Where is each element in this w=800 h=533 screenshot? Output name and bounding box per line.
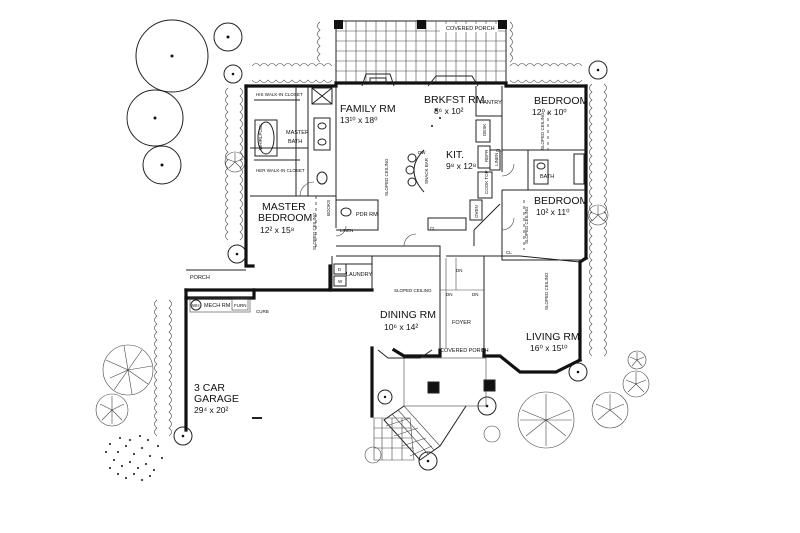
tree-medium [126,89,184,147]
label-kit-dim: 9⁸ x 12⁸ [446,161,477,171]
label-bedroom-e-dim: 10² x 11⁰ [536,207,570,217]
label-cl-2: CL [506,250,512,255]
label-cl-1: CL [430,226,436,231]
label-sloped-ceiling-bed-e: SLOPED CEILING [524,206,529,244]
label-brkfst-rm: BRKFST RM [424,94,484,106]
label-family-rm: FAMILY RM [340,103,396,115]
tree-small [142,145,182,185]
landscaping [95,19,650,481]
label-dn-1: DN [456,268,463,273]
label-d: D [338,267,342,272]
label-dn-3: DN [472,292,479,297]
fixtures [189,73,585,461]
label-whirlpool: WHIRLPOOL [258,122,263,150]
interior-walls [186,86,586,350]
post-circle [173,426,193,446]
label-curb: CURB [256,309,269,314]
label-bedroom-e: BEDROOM [534,195,588,207]
label-foyer: FOYER [452,320,471,326]
label-bath: BATH [540,174,554,180]
label-garage-1: 3 CAR [194,382,225,394]
label-dn-2: DN [446,292,453,297]
hedge [251,63,333,83]
tree-small [213,22,243,52]
hedge [509,63,583,83]
label-porch: PORCH [190,275,210,281]
label-pdr-rm: PDR RM [356,212,378,218]
label-bedroom-ne: BEDROOM [534,95,588,107]
hedge [317,21,513,63]
label-covered-porch-front-1: COVERED PORCH [440,348,489,354]
label-linen-2: LINEN [494,153,499,166]
label-sloped-ceiling-dining: SLOPED CEILING [394,288,432,293]
label-sloped-ceiling-family: SLOPED CEILING [384,158,389,196]
label-oven: OVEN [474,205,479,218]
label-master-bath-2: BATH [288,139,302,145]
shrub-cluster [95,151,650,464]
tree-large [135,19,209,93]
label-desk: DESK [482,124,487,136]
label-master-bedroom-1: MASTER [262,201,306,213]
label-linen-1: LINEN [340,228,353,233]
label-sloped-ceiling-master: SLOPED CEILING [312,212,317,250]
label-family-rm-dim: 13¹⁰ x 18⁰ [340,115,378,125]
stipple-bush [105,109,441,481]
label-garage-dim: 29⁴ x 20² [194,405,229,415]
post-circle [568,362,588,382]
post-circle [377,389,393,405]
label-mech-rm: MECH RM [204,303,231,309]
label-cl-3: CL [496,148,502,153]
label-garage-2: GARAGE [194,393,239,405]
label-snack-bar: SNACK BAR [424,157,429,184]
label-dining-rm-dim: 10⁶ x 14² [384,322,418,332]
label-books: BOOKS [326,200,331,216]
exterior-walls [184,81,589,432]
label-sloped-ceiling-living: SLOPED CEILING [544,272,549,310]
label-living-rm: LIVING RM [526,331,580,343]
post-circle [223,64,243,84]
label-covered-porch-top: COVERED PORCH [446,26,495,32]
room-labels: FAMILY RM 13¹⁰ x 18⁰ BRKFST RM 8⁶ x 10² … [190,92,588,415]
label-w: W [338,279,343,284]
label-laundry: LAUNDRY [346,272,373,278]
label-pantry: PANTRY [480,100,502,106]
label-brkfst-rm-dim: 8⁶ x 10² [434,106,464,116]
label-master-bath-1: MASTER [286,130,309,136]
label-cook-top: COOK TOP [484,170,489,194]
label-refr: REFR [484,149,489,162]
label-bedroom-ne-dim: 12⁰ x 10⁰ [532,107,567,117]
label-furn: FURN [234,303,247,308]
hedge [589,83,607,357]
label-her-closet: HER WALK-IN CLOSET [256,168,305,173]
label-sloped-ceiling-bed-ne: SLOPED CEILING [540,112,545,150]
post-circle [418,451,438,471]
label-dining-rm: DINING RM [380,309,436,321]
hedge [154,299,172,437]
post-circle [588,60,608,80]
label-master-bedroom-dim: 12² x 15⁸ [260,225,295,235]
label-kit: KIT. [446,149,464,161]
label-his-closet: HIS WALK-IN CLOSET [256,92,303,97]
label-wh: WH [192,303,200,308]
label-dw: DW [418,150,426,155]
label-master-bedroom-2: BEDROOM [258,212,312,224]
label-living-rm-dim: 16⁰ x 15¹⁰ [530,343,568,353]
hedge [225,87,243,241]
